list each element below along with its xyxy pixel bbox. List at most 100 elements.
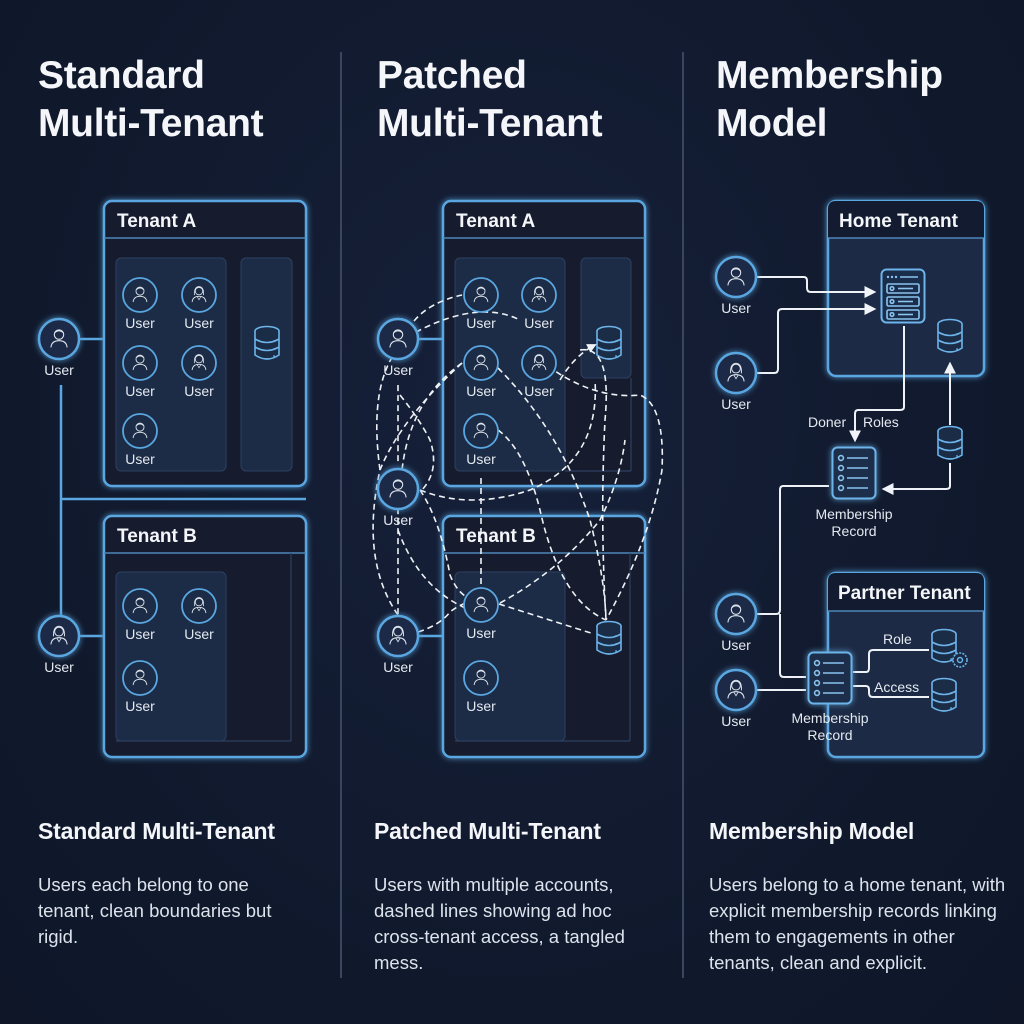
user-node: User [122,345,158,399]
gear-icon [952,652,968,668]
tenant-a-title: Tenant A [117,211,196,232]
access-label: Access [874,679,919,695]
title-line: Multi-Tenant [377,102,603,145]
user-label: User [466,625,496,641]
column-divider-2 [682,52,684,978]
dashed-access-lines [372,294,664,635]
server-icon [880,268,926,324]
membership-record-icon [807,651,853,705]
user-label: User [524,383,554,399]
user-label: User [466,315,496,331]
user-node: User [463,587,499,641]
user-node: User [521,345,557,399]
user-node: User [714,351,758,412]
doner-label: Doner [808,414,846,430]
partner-tenant: Partner Tenant [826,571,986,759]
user-label: User [466,451,496,467]
user-node: User [521,277,557,331]
caption-text-patched: Users with multiple accounts, dashed lin… [374,874,625,973]
membership-diagram: Home Tenant Partner Tenant [714,199,986,759]
user-node: User [714,668,758,729]
user-node: User [37,317,81,378]
database-icon [596,620,622,655]
tenant-b-title: Tenant B [117,526,197,547]
user-label: User [383,512,413,528]
user-node: User [463,345,499,399]
user-node: User [122,588,158,642]
database-icon [937,425,963,460]
title-line: Standard [38,54,205,97]
record-label-line1: Membership [791,710,868,726]
user-node: User [181,277,217,331]
record-label-line2: Record [807,727,852,743]
column-title-membership: Membership Model [716,52,943,148]
user-label: User [383,362,413,378]
user-label: User [44,659,74,675]
roles-label: Roles [863,414,899,430]
user-label: User [125,383,155,399]
title-line: Membership [716,54,943,97]
user-label: User [721,300,751,316]
database-icon [931,677,957,712]
user-node: User [714,255,758,316]
user-label: User [184,626,214,642]
user-node: User [463,660,499,714]
user-node: User [37,614,81,675]
database-icon [596,325,622,360]
user-node: User [376,317,420,378]
record-label-line1: Membership [815,506,892,522]
database-icon [931,628,957,663]
user-label: User [721,396,751,412]
column-divider-1 [340,52,342,978]
database-icon [254,325,280,360]
patched-solid-connectors [419,337,443,638]
user-node: User [463,413,499,467]
home-tenant: Home Tenant [826,199,986,378]
tenant-a-title: Tenant A [456,211,535,232]
column-title-patched: Patched Multi-Tenant [377,52,603,148]
role-label: Role [883,631,912,647]
database-icon [937,318,963,353]
title-line: Model [716,102,828,145]
column-title-standard: Standard Multi-Tenant [38,52,264,148]
caption-text-standard: Users each belong to one tenant, clean b… [38,874,272,947]
user-node: User [181,588,217,642]
user-label: User [466,383,496,399]
user-node: User [181,345,217,399]
membership-connectors [756,276,956,698]
caption-title-standard: Standard Multi-Tenant [38,818,275,844]
dashed-arrow [559,344,597,381]
user-node: User [376,614,420,675]
record-label-line2: Record [831,523,876,539]
title-line: Multi-Tenant [38,102,264,145]
partner-tenant-title: Partner Tenant [838,583,971,604]
user-label: User [125,315,155,331]
user-label: User [125,698,155,714]
user-label: User [721,713,751,729]
standard-connectors [59,337,306,638]
caption-title-membership: Membership Model [709,818,915,844]
user-node: User [122,413,158,467]
user-label: User [721,637,751,653]
user-node: User [122,660,158,714]
user-label: User [524,315,554,331]
tenant-b-title: Tenant B [456,526,536,547]
user-label: User [184,315,214,331]
caption-title-patched: Patched Multi-Tenant [374,818,601,844]
title-line: Patched [377,54,527,97]
user-node: User [122,277,158,331]
user-label: User [125,626,155,642]
caption-text-membership: Users belong to a home tenant, with expl… [709,874,1006,973]
user-label: User [125,451,155,467]
user-label: User [184,383,214,399]
patched-diagram: Tenant A Tenant B [372,199,664,759]
home-tenant-title: Home Tenant [839,211,959,232]
user-label: User [466,698,496,714]
user-node: User [714,592,758,653]
user-node: User [376,467,420,528]
membership-record-icon [831,446,877,500]
user-label: User [383,659,413,675]
user-node: User [463,277,499,331]
